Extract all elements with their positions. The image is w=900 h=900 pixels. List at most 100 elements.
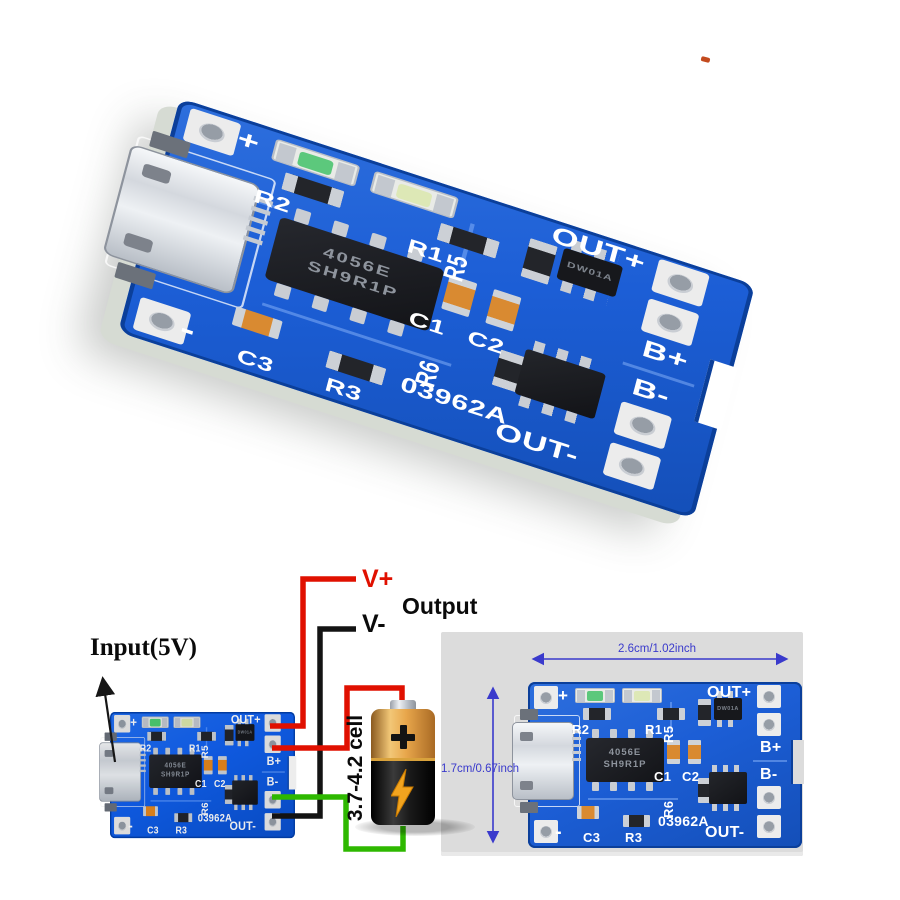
pcb-edge-notch bbox=[693, 359, 738, 431]
capacitor-c2 bbox=[688, 740, 701, 764]
wiring-board: 4056E SH9R1P DW01A + - R2 R1 R5 OUT+ C1 … bbox=[99, 712, 297, 839]
silkscreen-c1: C1 bbox=[406, 306, 449, 340]
width-dimension-label: 2.6cm/1.02inch bbox=[618, 643, 696, 655]
silkscreen-b-minus: B- bbox=[266, 775, 279, 789]
green-led-core bbox=[149, 718, 161, 727]
micro-usb-connector bbox=[512, 722, 574, 800]
pad-hole bbox=[763, 791, 775, 804]
resistor-r3 bbox=[174, 813, 193, 823]
pcb-edge-notch bbox=[287, 756, 297, 790]
led-terminal bbox=[374, 174, 396, 198]
silkscreen-board-id: 03962A bbox=[197, 811, 233, 824]
yellow-led-core bbox=[395, 183, 433, 209]
usb-pin bbox=[572, 758, 581, 761]
chip-marking-line1: 4056E bbox=[164, 761, 187, 770]
resistor-r5 bbox=[224, 724, 234, 746]
usb-pin bbox=[139, 764, 146, 767]
led-terminal bbox=[624, 690, 632, 702]
usb-mount-pad bbox=[520, 802, 538, 813]
silkscreen-out-plus: OUT+ bbox=[230, 713, 261, 727]
silkscreen-c2: C2 bbox=[465, 325, 507, 359]
silkscreen-board-id: 03962A bbox=[658, 813, 709, 829]
capacitor-c1 bbox=[203, 756, 213, 775]
silkscreen-c1: C1 bbox=[654, 769, 672, 784]
silkscreen-out-plus: OUT+ bbox=[707, 684, 752, 701]
pad-hole bbox=[268, 739, 277, 749]
mounting-hole bbox=[118, 821, 127, 831]
usb-mount-pad bbox=[104, 803, 117, 812]
silkscreen-out-minus: OUT- bbox=[492, 418, 582, 470]
usb-mount-pad bbox=[104, 732, 117, 741]
chip-pin bbox=[610, 782, 617, 791]
mounting-pad bbox=[114, 816, 131, 835]
pcb-board: 4056E SH9R1P DW01A + - R2 R1 R5 OUT+ C1 … bbox=[512, 682, 804, 848]
chip-pin bbox=[592, 729, 599, 738]
mounting-hole bbox=[197, 119, 227, 145]
out-plus-pad bbox=[757, 685, 781, 708]
silkscreen-minus: - bbox=[555, 821, 562, 843]
usb-pin bbox=[572, 737, 581, 740]
out-plus-pad bbox=[650, 258, 710, 308]
b-plus-pad bbox=[264, 735, 281, 754]
chip-pin bbox=[177, 788, 183, 795]
led-terminal bbox=[577, 690, 585, 702]
green-led-core bbox=[587, 691, 603, 701]
chip-pin bbox=[628, 729, 635, 738]
v-plus-label: V+ bbox=[362, 565, 394, 593]
pad-hole bbox=[268, 817, 277, 827]
chip-pin bbox=[592, 782, 599, 791]
silkscreen-c3: C3 bbox=[583, 830, 601, 845]
usb-mount-pad bbox=[520, 709, 538, 720]
mounting-pad bbox=[534, 686, 558, 709]
silkscreen-c3: C3 bbox=[147, 824, 159, 836]
silkscreen-b-plus: B+ bbox=[760, 739, 782, 756]
silkscreen-r2: R2 bbox=[572, 722, 590, 737]
silkscreen-plus: + bbox=[558, 686, 569, 705]
pad-hole bbox=[763, 820, 775, 833]
capacitor-c2 bbox=[485, 288, 522, 332]
battery-bottom-section bbox=[371, 758, 435, 825]
resistor-r1 bbox=[657, 708, 685, 720]
lightning-bolt-icon bbox=[391, 769, 414, 817]
led-terminal bbox=[652, 690, 660, 702]
usb-pin bbox=[139, 753, 146, 757]
hero-board-photo: 4056E SH9R1P DW01A + - R2 R1 R5 OUT+ C1 … bbox=[102, 98, 756, 519]
silkscreen-c1: C1 bbox=[195, 778, 207, 790]
silkscreen-b-minus: B- bbox=[760, 766, 778, 783]
resistor-r5 bbox=[698, 699, 711, 726]
capacitor-c1 bbox=[667, 740, 680, 764]
chip-marking-line1: 4056E bbox=[608, 747, 642, 758]
mosfet-chip bbox=[709, 765, 747, 811]
chip-pin bbox=[628, 782, 635, 791]
micro-usb-connector bbox=[99, 742, 142, 802]
silkscreen-c2: C2 bbox=[682, 769, 700, 784]
mosfet-chip bbox=[514, 348, 607, 420]
silkscreen-plus: + bbox=[130, 715, 138, 730]
green-led-core bbox=[296, 150, 335, 176]
silkscreen-r3: R3 bbox=[175, 824, 188, 836]
led-terminal bbox=[605, 690, 613, 702]
chip-pin bbox=[153, 788, 158, 795]
battery-top-section bbox=[371, 709, 435, 758]
usb-pin bbox=[139, 748, 146, 751]
usb-pin bbox=[572, 730, 581, 733]
chip-pin bbox=[646, 782, 653, 791]
pcb-trace bbox=[753, 760, 787, 762]
out-minus-pad bbox=[602, 441, 662, 491]
pcb-board: 4056E SH9R1P DW01A + - R2 R1 R5 OUT+ C1 … bbox=[102, 98, 756, 519]
resistor-r1 bbox=[197, 731, 216, 741]
usb-pin bbox=[572, 744, 581, 747]
capacitor-c3 bbox=[231, 306, 283, 340]
led-terminal bbox=[161, 718, 168, 728]
silkscreen-minus: - bbox=[128, 817, 133, 835]
battery-plus-symbol bbox=[391, 725, 415, 749]
charge-led bbox=[575, 688, 615, 703]
lithium-cell-battery bbox=[355, 700, 475, 840]
usb-pin bbox=[572, 751, 581, 754]
battery-cell-label: 3.7-4.2 cell bbox=[344, 714, 367, 822]
b-plus-pad bbox=[757, 713, 781, 736]
pad-hole bbox=[665, 270, 696, 296]
silkscreen-out-minus: OUT- bbox=[705, 824, 745, 841]
out-plus-pad bbox=[264, 714, 281, 732]
capacitor-c3 bbox=[577, 806, 599, 819]
